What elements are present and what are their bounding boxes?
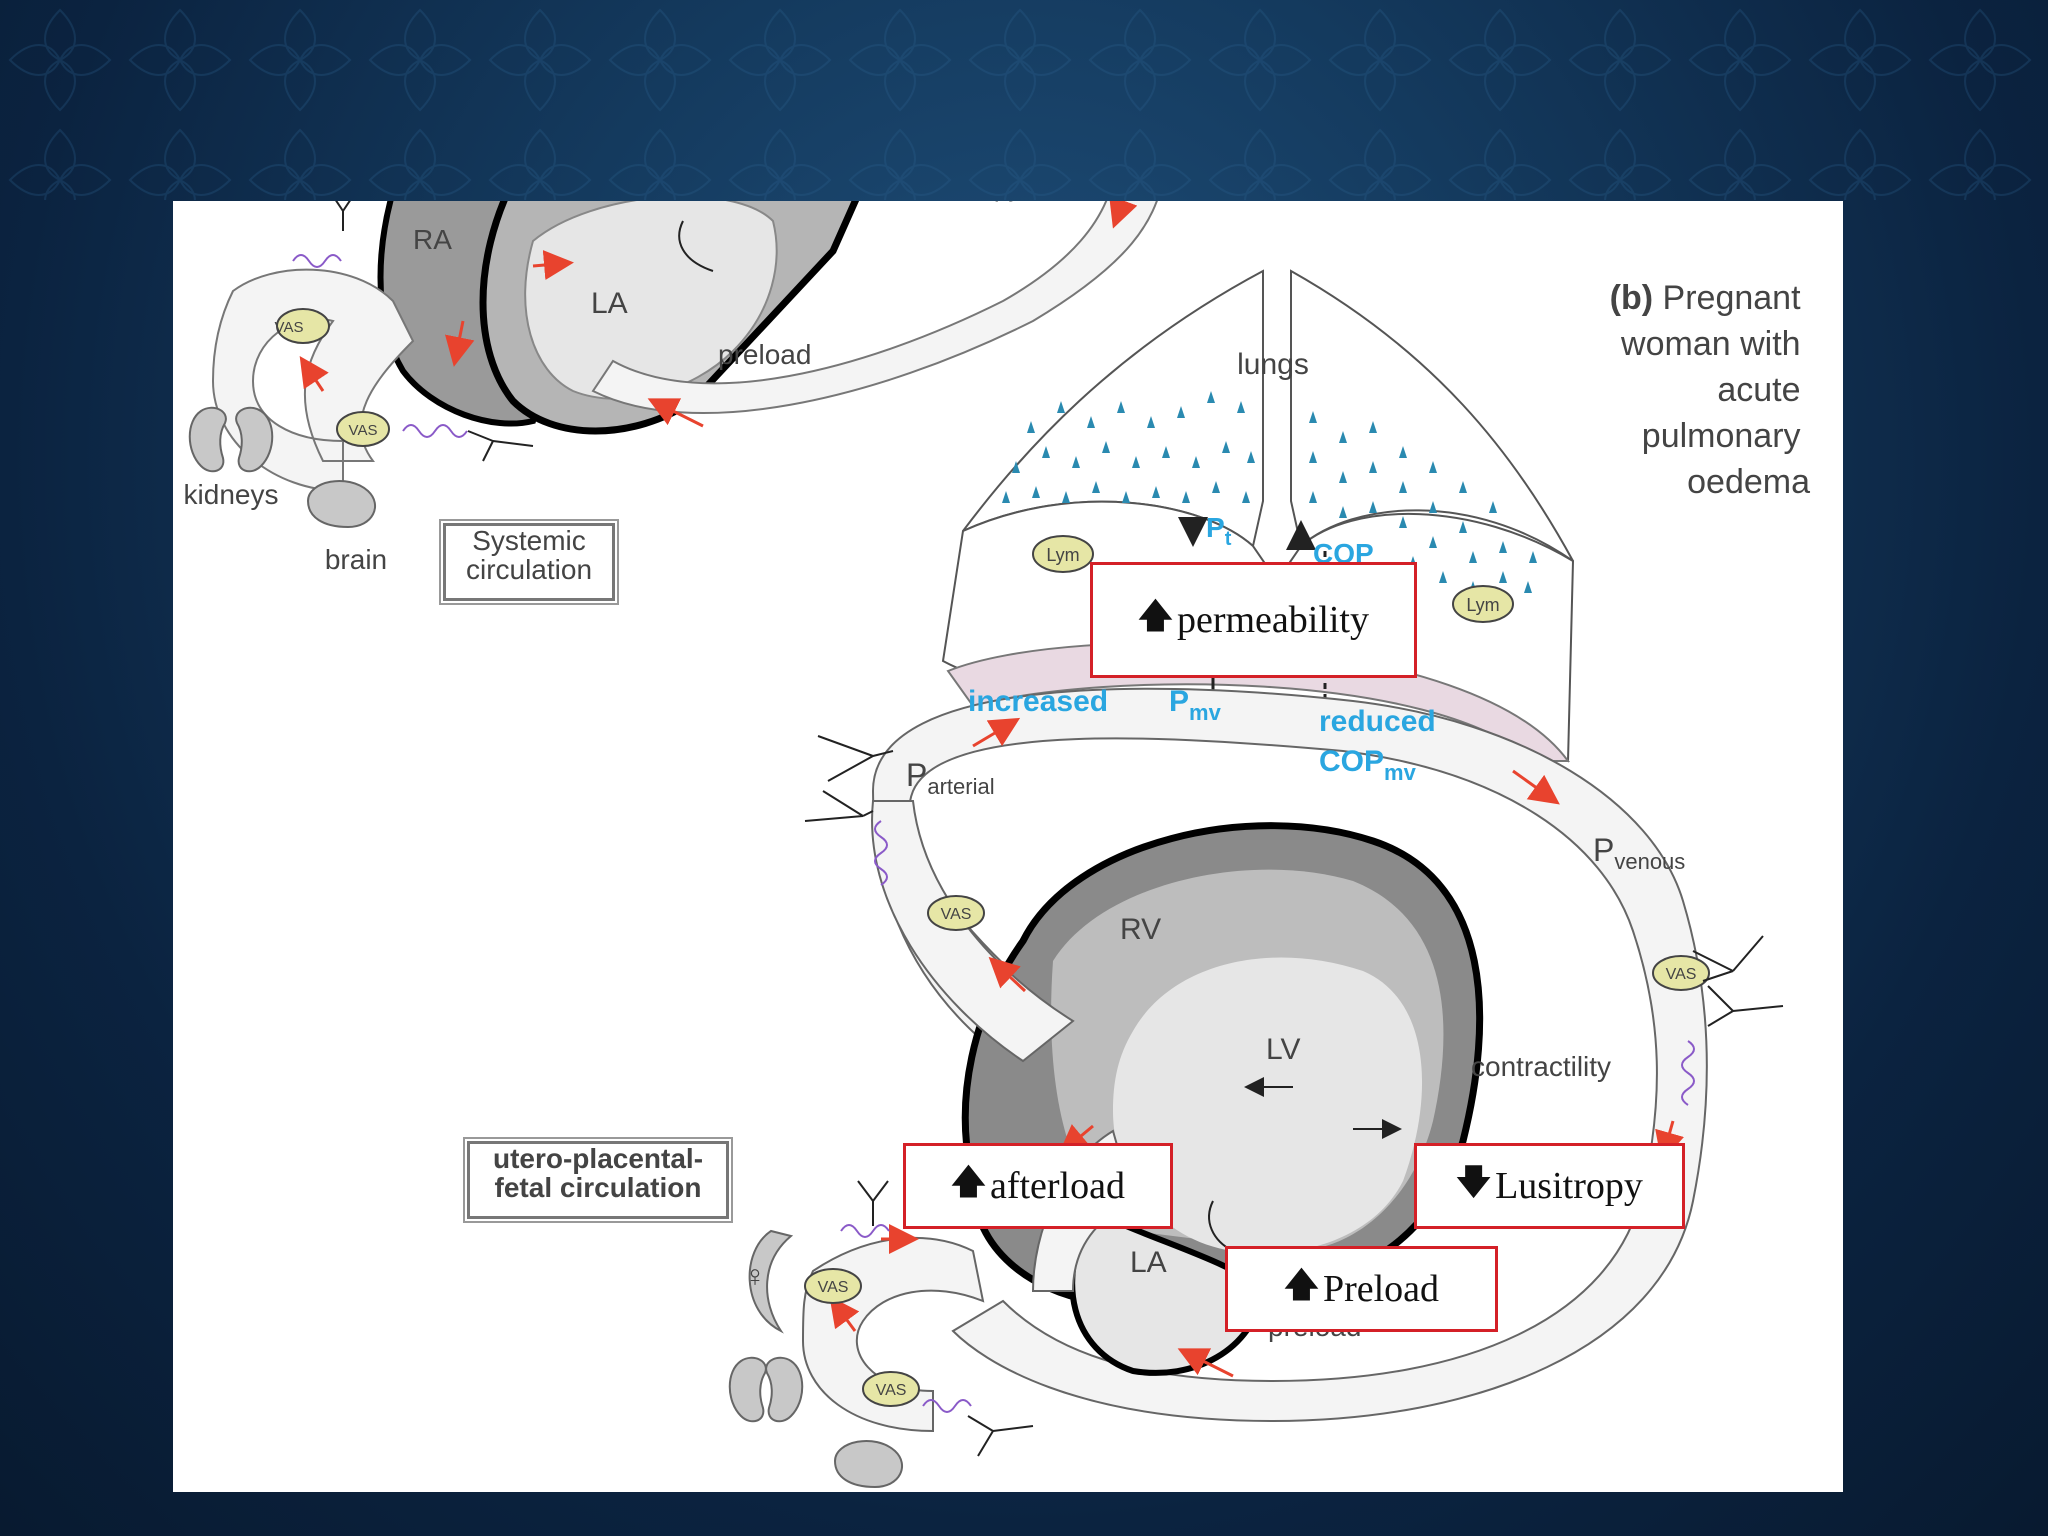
brain-label: brain xyxy=(325,544,387,575)
vas-label: VAS xyxy=(941,906,972,923)
reduced-label: reduced xyxy=(1319,705,1436,738)
la-bottom-label: LA xyxy=(1130,1246,1167,1279)
pvenous-label: Pvenous xyxy=(1593,832,1685,874)
lungs-label: lungs xyxy=(1237,348,1309,381)
up-arrow-icon: 🡅 xyxy=(951,1161,986,1202)
permeability-text: permeability xyxy=(1176,599,1369,641)
vas-label: VAS xyxy=(349,422,378,439)
circulation-diagram: afterload lusitropy RA LA preload VAS VA… xyxy=(184,201,1810,1489)
afterload-top-label: afterload xyxy=(558,201,659,202)
utero-line-2: fetal circulation xyxy=(494,1172,702,1204)
vas-label: VAS xyxy=(275,319,304,336)
preload-top-label: preload xyxy=(718,339,811,370)
vas-label: VAS xyxy=(1666,966,1697,983)
systemic-line-1: Systemic xyxy=(472,525,586,556)
rv-label: RV xyxy=(1120,913,1161,946)
systemic-line-2: circulation xyxy=(465,554,593,586)
utero-placental-box: utero-placental- fetal circulation xyxy=(467,1141,729,1219)
lym-label: Lym xyxy=(1466,595,1499,615)
pt-label: Pt xyxy=(1206,512,1232,550)
up-arrow-icon: 🡅 xyxy=(1138,595,1173,636)
permeability-callout: 🡅 permeability xyxy=(1090,562,1417,678)
lv-label: LV xyxy=(1266,1033,1300,1066)
la-top-label: LA xyxy=(591,287,628,320)
top-heart: afterload lusitropy RA LA preload VAS VA… xyxy=(184,201,1158,575)
down-arrow-icon: 🡇 xyxy=(1456,1161,1492,1202)
lym-label: Lym xyxy=(1046,545,1079,565)
contractility-label: contractility xyxy=(1471,1051,1611,1082)
vas-label: VAS xyxy=(876,1382,907,1399)
diagram-figure: afterload lusitropy RA LA preload VAS VA… xyxy=(173,201,1843,1492)
female-symbol: ♀ xyxy=(744,1260,767,1293)
parterial-label: Parterial xyxy=(906,757,995,799)
afterload-text: afterload xyxy=(989,1165,1125,1207)
lusitropy-top-label: lusitropy xyxy=(925,201,1022,202)
preload-text: Preload xyxy=(1322,1268,1440,1310)
afterload-callout: 🡅 afterload xyxy=(903,1143,1173,1229)
kidneys-label: kidneys xyxy=(184,479,279,510)
up-arrow-icon: 🡅 xyxy=(1283,1264,1319,1305)
pmv-label: Pmv xyxy=(1169,685,1222,725)
increased-label: increased xyxy=(968,685,1108,718)
vas-label: VAS xyxy=(818,1279,849,1296)
lusitropy-callout: 🡇 Lusitropy xyxy=(1414,1143,1685,1229)
panel-title: (b) Pregnant woman with acute pulmonary … xyxy=(1610,279,1810,501)
utero-line-1: utero-placental- xyxy=(492,1143,704,1174)
ra-top-label: RA xyxy=(413,224,452,255)
systemic-circulation-box: Systemic circulation xyxy=(443,523,615,601)
copmv-label: COPmv xyxy=(1319,745,1417,785)
preload-callout: 🡅 Preload xyxy=(1225,1246,1498,1332)
lusitropy-text: Lusitropy xyxy=(1495,1165,1643,1207)
